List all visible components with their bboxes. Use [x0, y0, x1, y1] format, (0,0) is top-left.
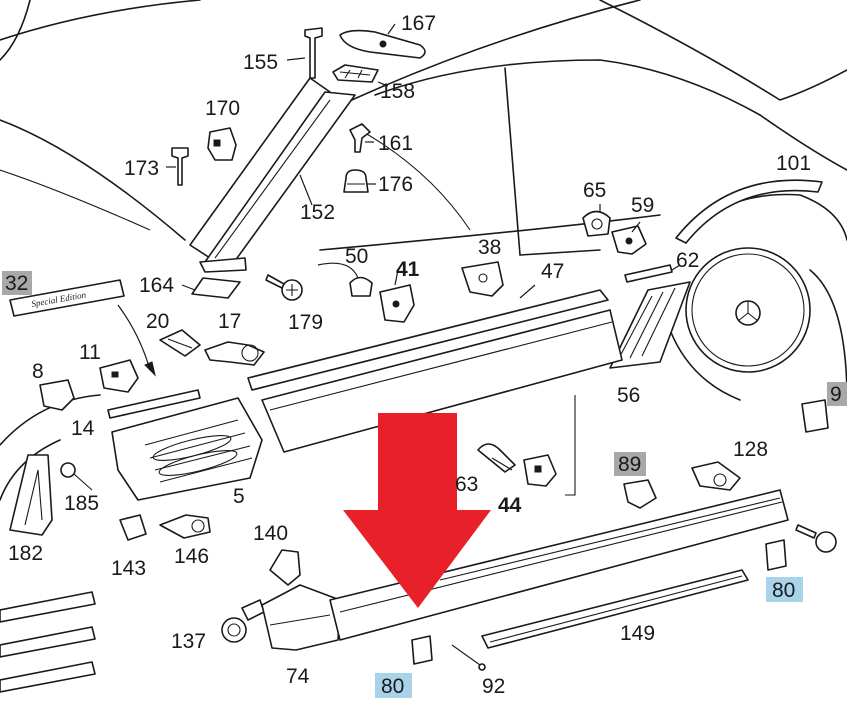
part-11-clip: [99, 359, 139, 393]
part-14-strip: [107, 389, 201, 419]
part-170-bracket: [207, 127, 237, 161]
part-161-clip: [349, 123, 371, 153]
part-32-plaque: Special Edition: [9, 279, 125, 317]
callout-8: 8: [32, 360, 44, 383]
callout-185: 185: [64, 492, 99, 515]
tag-32: 32: [2, 271, 32, 295]
callout-182: 182: [8, 542, 43, 565]
part-80-cover-left: [411, 635, 433, 665]
tag-89: 89: [614, 452, 646, 476]
part-8-clip: [39, 379, 75, 411]
callout-56: 56: [617, 384, 640, 407]
part-101-wheel-arch-molding: [675, 179, 823, 244]
part-128-grommet: [691, 461, 741, 491]
part-44-clip: [523, 454, 557, 487]
callout-149: 149: [620, 622, 655, 645]
callout-74: 74: [286, 665, 310, 688]
part-176-grommet: [343, 169, 369, 193]
part-146-screw: [159, 514, 211, 539]
part-149-strip: [481, 569, 749, 649]
callout-179: 179: [288, 311, 323, 334]
callout-152: 152: [300, 201, 335, 224]
callout-17: 17: [218, 310, 241, 333]
highlighted-tags: 32 89 9 80 80: [2, 271, 847, 698]
svg-text:9: 9: [830, 383, 842, 406]
callout-101: 101: [776, 152, 811, 175]
part-173-pin: [171, 147, 189, 186]
callout-50: 50: [345, 245, 368, 268]
callout-176: 176: [378, 173, 413, 196]
red-down-arrow: [343, 413, 491, 608]
callout-labels: 167 155 158 170 161 173 176 152 65 59 10…: [8, 12, 811, 698]
callout-62: 62: [676, 249, 699, 272]
callout-92: 92: [482, 675, 505, 698]
part-179-screw: [265, 274, 303, 301]
callout-20: 20: [146, 310, 169, 333]
tag-9: 9: [827, 382, 847, 406]
part-80-cover-right: [765, 539, 787, 571]
part-47-door-molding: [247, 289, 623, 453]
part-9-clip: [801, 399, 829, 433]
part-140-clip: [269, 549, 301, 586]
part-41-clip: [379, 284, 415, 323]
callout-137: 137: [171, 630, 206, 653]
part-38-bracket: [461, 261, 504, 297]
part-143-clip: [119, 514, 147, 541]
part-17-grommet: [204, 341, 265, 366]
callout-158: 158: [380, 80, 415, 103]
part-137-grommet: [221, 599, 265, 643]
part-182-bracket: [9, 454, 53, 536]
tag-80-right: 80: [766, 577, 803, 602]
callout-140: 140: [253, 522, 288, 545]
part-5-grille-panel: [111, 397, 263, 501]
part-20-screw: [159, 329, 201, 357]
callout-128: 128: [733, 438, 768, 461]
part-59-bracket: [611, 225, 647, 255]
svg-text:80: 80: [772, 579, 795, 602]
svg-text:32: 32: [5, 272, 28, 295]
part-164-seal: [191, 277, 241, 299]
callout-170: 170: [205, 97, 240, 120]
part-74-end-cap: [261, 584, 341, 651]
callout-11: 11: [79, 341, 101, 364]
callout-47: 47: [541, 260, 564, 283]
callout-167: 167: [401, 12, 436, 35]
part-63-screw: [477, 443, 516, 473]
callout-155: 155: [243, 51, 278, 74]
callout-146: 146: [174, 545, 209, 568]
svg-text:80: 80: [381, 675, 404, 698]
part-56-flap: [609, 281, 691, 369]
svg-text:89: 89: [618, 453, 641, 476]
part-bottom-strips: [0, 591, 96, 693]
part-65-clip: [582, 210, 611, 237]
callout-65: 65: [583, 179, 606, 202]
part-167-plate: [339, 29, 426, 59]
part-89-clip: [623, 479, 657, 509]
leader-lines: [166, 23, 681, 299]
part-sill-screw: [795, 524, 837, 553]
callout-143: 143: [111, 557, 146, 580]
callout-44: 44: [498, 494, 522, 517]
callout-173: 173: [124, 157, 159, 180]
tag-80-left: 80: [375, 673, 412, 698]
part-185-pin: [60, 462, 93, 491]
part-92-pin: [451, 644, 486, 671]
callout-164: 164: [139, 274, 174, 297]
callout-38: 38: [478, 236, 501, 259]
callout-161: 161: [378, 132, 413, 155]
callout-14: 14: [71, 417, 95, 440]
callout-5: 5: [233, 485, 245, 508]
part-152-pillar-trim: [189, 77, 356, 273]
part-62-strip: [624, 264, 673, 283]
callout-41: 41: [396, 258, 420, 281]
car-body-outline: [0, 0, 847, 501]
part-158-seal: [332, 64, 379, 83]
part-155-clip: [304, 27, 323, 79]
callout-63: 63: [455, 473, 478, 496]
arrowhead-32: [144, 361, 156, 377]
callout-59: 59: [631, 194, 654, 217]
part-50-clip: [349, 276, 373, 297]
